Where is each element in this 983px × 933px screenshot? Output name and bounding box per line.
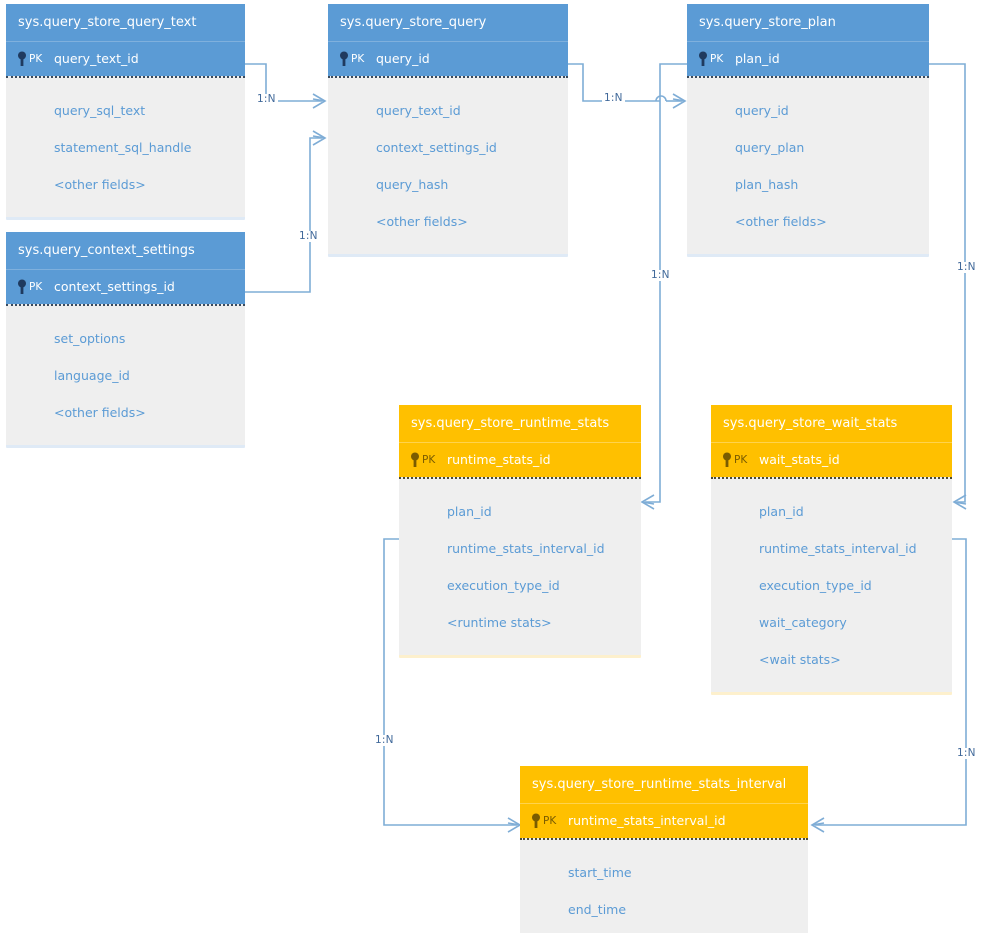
cardinality-label-r1: 1:N xyxy=(255,93,278,105)
field-row: set_options xyxy=(54,331,126,346)
table-header-title: sys.query_store_query xyxy=(328,4,568,42)
crowsfoot-plan-to-runtime-stats xyxy=(640,494,655,510)
table-header-title: sys.query_store_runtime_stats xyxy=(399,405,641,443)
field-row: <other fields> xyxy=(376,214,468,229)
table-fields: plan_id runtime_stats_interval_id execut… xyxy=(399,477,641,655)
field-row: plan_hash xyxy=(735,177,799,192)
table-header-title: sys.query_store_plan xyxy=(687,4,929,42)
pk-field-name: query_text_id xyxy=(54,50,139,66)
table-query-store-plan[interactable]: sys.query_store_plan PK plan_id query_id… xyxy=(687,4,929,257)
table-pk-row[interactable]: PK query_text_id xyxy=(6,42,245,76)
cardinality-label-r4: 1:N xyxy=(649,269,672,281)
table-header-title: sys.query_store_wait_stats xyxy=(711,405,952,443)
field-row: <runtime stats> xyxy=(447,615,552,630)
pk-label: PK xyxy=(422,453,436,466)
cardinality-label-r3: 1:N xyxy=(602,92,625,104)
key-icon xyxy=(338,51,350,67)
pk-field-name: query_id xyxy=(376,50,430,66)
table-fields: plan_id runtime_stats_interval_id execut… xyxy=(711,477,952,692)
table-query-store-query-text[interactable]: sys.query_store_query_text PK query_text… xyxy=(6,4,245,220)
pk-field-name: runtime_stats_interval_id xyxy=(568,812,726,828)
table-pk-row[interactable]: PK query_id xyxy=(328,42,568,76)
field-row: end_time xyxy=(568,902,627,917)
table-query-store-runtime-stats-interval[interactable]: sys.query_store_runtime_stats_interval P… xyxy=(520,766,808,933)
field-row: query_id xyxy=(735,103,789,118)
cardinality-label-r7: 1:N xyxy=(955,747,978,759)
key-icon xyxy=(409,452,421,468)
key-icon xyxy=(697,51,709,67)
field-row: execution_type_id xyxy=(759,578,872,593)
field-row: <wait stats> xyxy=(759,652,841,667)
crowsfoot-interval-to-wait-stats xyxy=(810,817,825,833)
pk-label: PK xyxy=(351,52,365,65)
crowsfoot-query-to-plan xyxy=(672,93,687,109)
field-row: query_text_id xyxy=(376,103,461,118)
pk-field-name: context_settings_id xyxy=(54,278,175,294)
table-fields: query_text_id context_settings_id query_… xyxy=(328,76,568,254)
field-row: start_time xyxy=(568,865,632,880)
field-row: <other fields> xyxy=(54,405,146,420)
table-pk-row[interactable]: PK wait_stats_id xyxy=(711,443,952,477)
key-icon xyxy=(16,51,28,67)
line-hop-query-to-plan xyxy=(655,95,667,102)
pk-label: PK xyxy=(29,52,43,65)
crowsfoot-plan-to-wait-stats xyxy=(952,494,967,510)
table-query-store-wait-stats[interactable]: sys.query_store_wait_stats PK wait_stats… xyxy=(711,405,952,695)
pk-label: PK xyxy=(734,453,748,466)
table-pk-row[interactable]: PK runtime_stats_interval_id xyxy=(520,804,808,838)
field-row: runtime_stats_interval_id xyxy=(447,541,605,556)
field-row: context_settings_id xyxy=(376,140,497,155)
table-fields: set_options language_id <other fields> xyxy=(6,304,245,445)
table-fields: start_time end_time xyxy=(520,838,808,933)
pk-field-name: plan_id xyxy=(735,50,780,66)
table-pk-row[interactable]: PK context_settings_id xyxy=(6,270,245,304)
table-pk-row[interactable]: PK plan_id xyxy=(687,42,929,76)
table-fields: query_sql_text statement_sql_handle <oth… xyxy=(6,76,245,217)
field-row: statement_sql_handle xyxy=(54,140,192,155)
pk-label: PK xyxy=(543,814,557,827)
table-query-store-runtime-stats[interactable]: sys.query_store_runtime_stats PK runtime… xyxy=(399,405,641,658)
cardinality-label-r2: 1:N xyxy=(297,230,320,242)
pk-field-name: wait_stats_id xyxy=(759,451,840,467)
key-icon xyxy=(530,813,542,829)
connector-context-settings-to-query xyxy=(245,137,322,293)
field-row: <other fields> xyxy=(735,214,827,229)
connector-plan-to-runtime-stats xyxy=(645,63,687,503)
table-fields: query_id query_plan plan_hash <other fie… xyxy=(687,76,929,254)
crowsfoot-interval-to-runtime-stats xyxy=(507,817,522,833)
field-row: query_sql_text xyxy=(54,103,146,118)
table-query-store-query[interactable]: sys.query_store_query PK query_id query_… xyxy=(328,4,568,257)
table-header-title: sys.query_store_query_text xyxy=(6,4,245,42)
field-row: runtime_stats_interval_id xyxy=(759,541,917,556)
key-icon xyxy=(721,452,733,468)
cardinality-label-r5: 1:N xyxy=(955,261,978,273)
pk-label: PK xyxy=(29,280,43,293)
field-row: plan_id xyxy=(447,504,492,519)
field-row: <other fields> xyxy=(54,177,146,192)
cardinality-label-r6: 1:N xyxy=(373,734,396,746)
table-header-title: sys.query_context_settings xyxy=(6,232,245,270)
pk-field-name: runtime_stats_id xyxy=(447,451,551,467)
crowsfoot-context-settings-to-query xyxy=(312,130,327,146)
pk-label: PK xyxy=(710,52,724,65)
field-row: query_hash xyxy=(376,177,449,192)
field-row: wait_category xyxy=(759,615,847,630)
table-pk-row[interactable]: PK runtime_stats_id xyxy=(399,443,641,477)
crowsfoot-query-text-to-query xyxy=(312,93,327,109)
field-row: plan_id xyxy=(759,504,804,519)
table-header-title: sys.query_store_runtime_stats_interval xyxy=(520,766,808,804)
table-query-context-settings[interactable]: sys.query_context_settings PK context_se… xyxy=(6,232,245,448)
key-icon xyxy=(16,279,28,295)
field-row: execution_type_id xyxy=(447,578,560,593)
field-row: language_id xyxy=(54,368,130,383)
field-row: query_plan xyxy=(735,140,805,155)
